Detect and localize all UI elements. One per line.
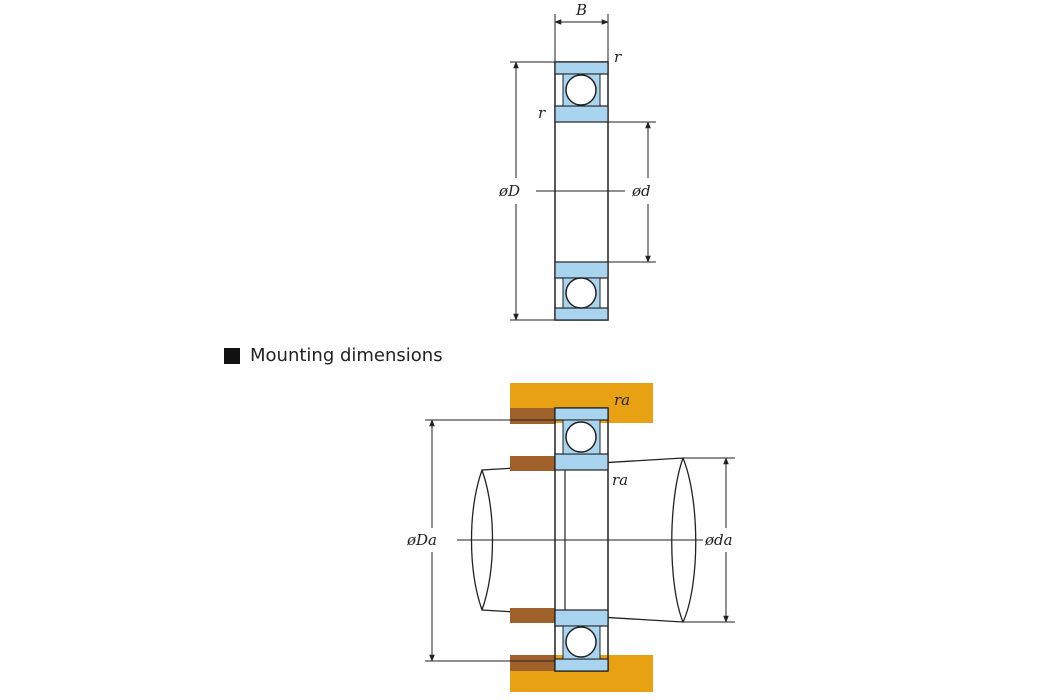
inner-ring-top [554, 105, 609, 123]
mounting-dimensions-title: Mounting dimensions [250, 345, 443, 366]
inner-ring-bottom [554, 261, 609, 279]
mounting-dimensions-heading: Mounting dimensions [224, 345, 443, 366]
chamfer-label-left: r [538, 104, 546, 122]
housing-shoulder-top [510, 408, 555, 424]
width-label: B [575, 1, 587, 19]
shaft-end-right [671, 457, 684, 623]
outer-ring-top [554, 61, 609, 75]
housing-dia-label: øDa [406, 531, 437, 549]
mounted-ball-bottom [565, 626, 597, 658]
outer-ring-bottom [554, 307, 609, 321]
bottom-ball-assembly [554, 261, 609, 321]
mounted-outer-ring-bottom [554, 658, 609, 672]
ball-bottom [565, 277, 597, 309]
outer-dia-label-bg [496, 181, 536, 201]
shaft-dia-label: øda [704, 531, 733, 549]
bore-label: ød [631, 182, 651, 200]
housing-fillet-label: ra [614, 391, 630, 409]
outer-dia-label: øD [498, 182, 520, 200]
mounted-bottom-ball-assembly [554, 609, 609, 672]
mounted-top-ball-assembly [554, 407, 609, 471]
mounted-inner-ring-bottom [554, 609, 609, 627]
housing-dia-label-bg [405, 530, 457, 550]
shaft-shoulder-top [510, 456, 555, 471]
bearing-cross-section: B r r øD ød [496, 1, 668, 321]
top-ball-assembly [554, 61, 609, 123]
shaft-dia-label-bg [703, 530, 749, 550]
chamfer-label-top: r [614, 48, 622, 66]
mounting-diagram: ra ra øDa øda [405, 383, 749, 692]
housing-shoulder-bottom [510, 655, 555, 671]
shaft-shoulder-bottom [510, 608, 555, 623]
mounted-outer-ring-top [554, 407, 609, 421]
bullet-square-icon [224, 347, 240, 364]
mounted-inner-ring-top [554, 453, 609, 471]
shaft-fillet-label: ra [612, 471, 628, 489]
mounted-ball-top [565, 421, 597, 453]
ball-top [565, 74, 597, 106]
bore-label-bg [628, 181, 668, 201]
